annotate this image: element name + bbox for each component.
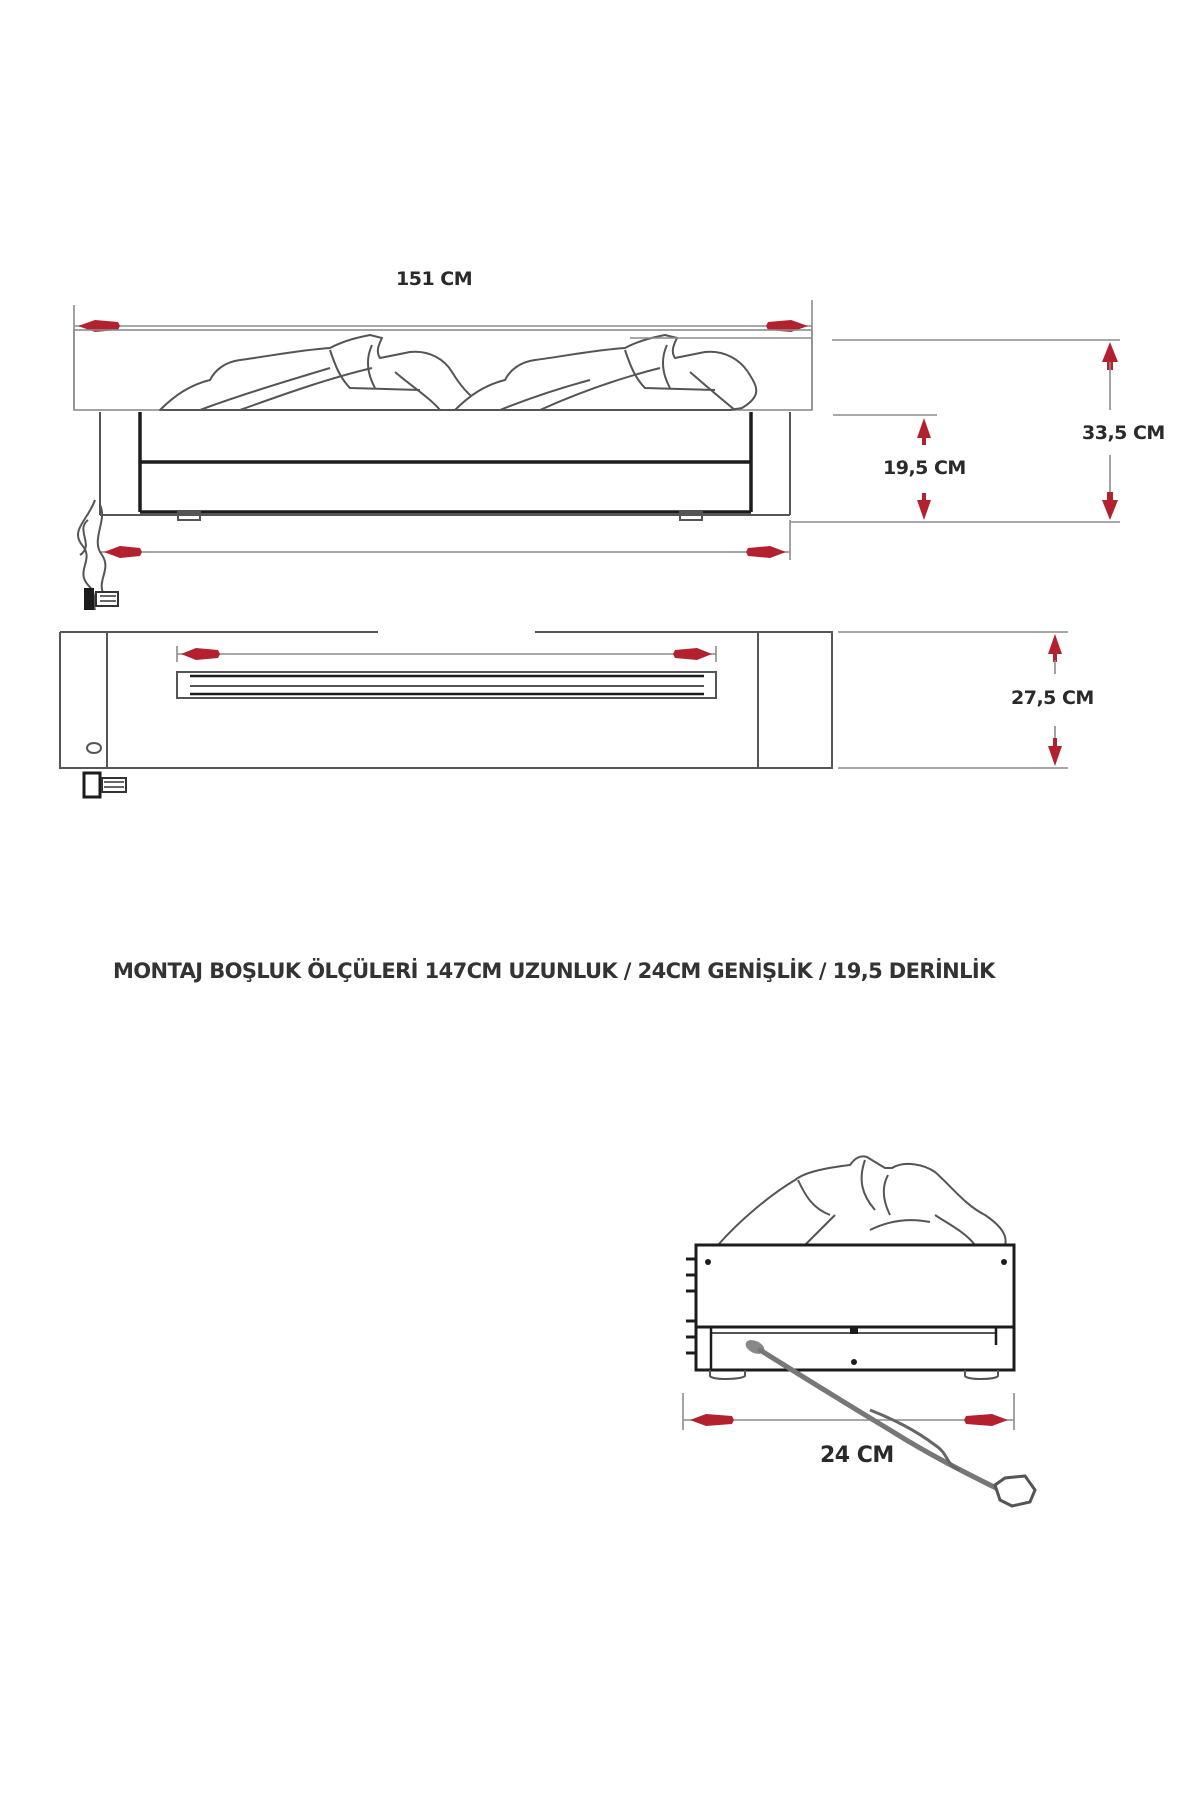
fireplace-body-side [686,1243,1016,1380]
remote-control-icon [745,1340,1037,1508]
body-width-dimension [100,520,791,560]
power-cord-icon [76,499,107,611]
side-buttons [686,1257,696,1355]
inner-width-dimension [176,646,717,662]
width-dimension-24 [682,1393,1015,1430]
plug-icon [84,588,119,610]
height-dimension-19-5 [790,414,1120,523]
depth-dimension-27-5 [838,631,1068,769]
installation-note: MONTAJ BOŞLUK ÖLÇÜLERİ 147CM UZUNLUK / 2… [113,959,995,983]
arrow-left-icon [78,320,120,332]
height-dimension-33-5 [832,339,1120,520]
side-width-label: 24 CM [820,1443,894,1468]
decorative-logs [159,334,812,411]
side-view [682,1155,1037,1508]
total-height-label: 33,5 CM [1082,420,1165,446]
flame-slot [176,671,717,699]
top-view [59,631,1068,799]
decorative-logs-side [717,1155,1007,1246]
front-view [73,300,1120,611]
plug-icon [82,771,127,799]
depth-label: 27,5 CM [1011,685,1094,711]
arrow-right-icon [766,320,808,332]
body-height-label: 19,5 CM [883,455,966,481]
width-dimension-151 [73,300,813,410]
width-label-151: 151 CM [396,268,473,290]
fireplace-body-front [99,412,791,521]
